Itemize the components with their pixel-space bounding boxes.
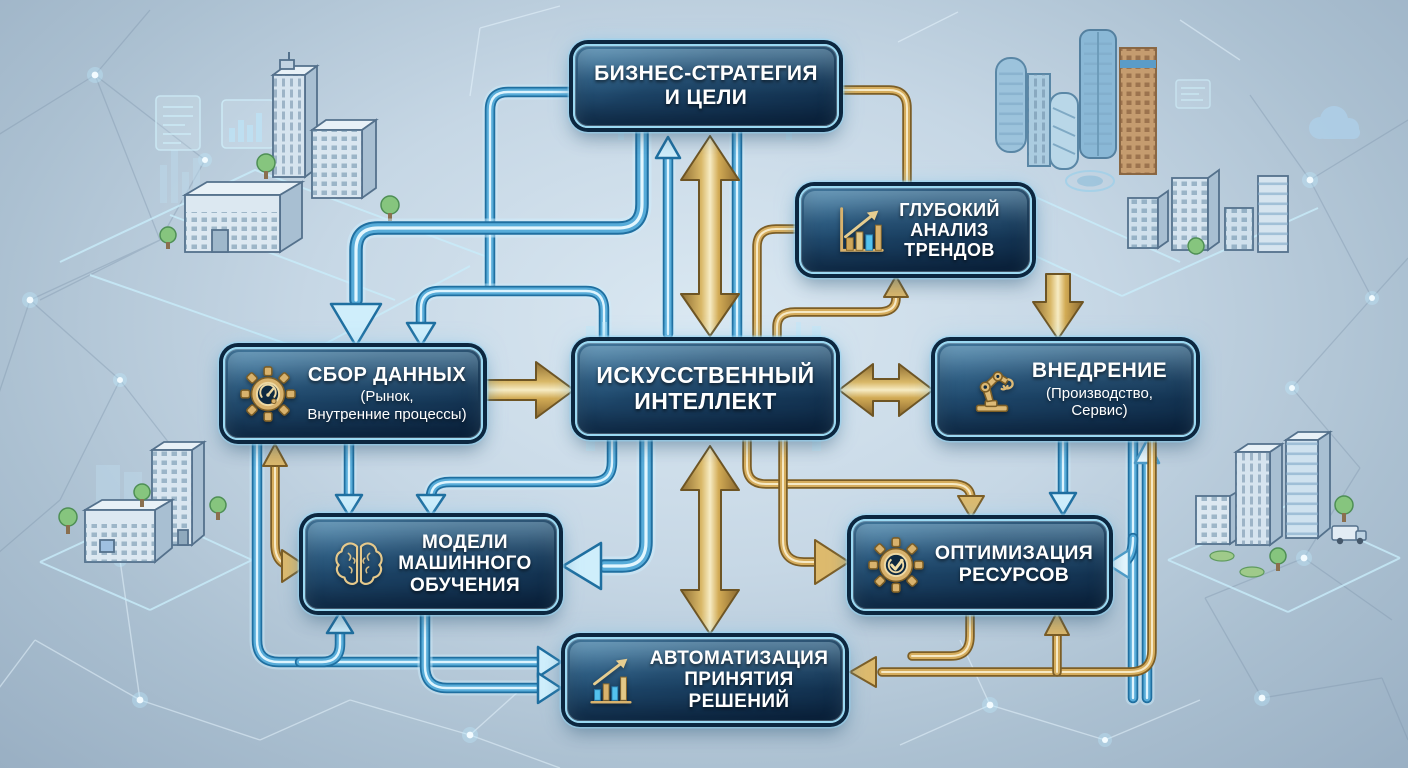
node-ml-models: МОДЕЛИ МАШИННОГО ОБУЧЕНИЯ — [303, 517, 559, 611]
node-subtitle: (Рынок, Внутренние процессы) — [307, 388, 467, 423]
node-artificial-intelligence: ИСКУССТВЕННЫЙ ИНТЕЛЛЕКТ — [575, 341, 836, 436]
node-implementation: ВНЕДРЕНИЕ (Производство, Сервис) — [935, 341, 1196, 437]
node-title: ВНЕДРЕНИЕ — [1031, 358, 1168, 382]
cloud-icon — [1309, 106, 1360, 139]
tree — [1187, 237, 1205, 255]
arrow-trends-to-implementation — [1032, 273, 1084, 340]
bar-chart-growth-icon — [840, 207, 884, 252]
arrow-branch-to-ml-models-bottom — [300, 610, 355, 662]
node-resource-optimization: ОПТИМИЗАЦИЯ РЕСУРСОВ — [851, 519, 1109, 611]
node-title: ГЛУБОКИЙ АНАЛИЗ ТРЕНДОВ — [899, 199, 1000, 261]
node-title: БИЗНЕС-СТРАТЕГИЯ И ЦЕЛИ — [594, 62, 818, 109]
node-decision-automation: АВТОМАТИЗАЦИЯ ПРИНЯТИЯ РЕШЕНИЙ — [565, 637, 845, 723]
network-mesh-background — [0, 5, 1408, 768]
city-top-right — [961, 29, 1360, 297]
skyscraper-glass-tower — [1079, 29, 1117, 159]
gear-check-icon — [867, 537, 924, 593]
hologram-chart-card — [221, 99, 275, 149]
arrow-data-to-ml-models — [334, 442, 364, 518]
building-br-tower1 — [1233, 442, 1285, 547]
city-top-left — [59, 52, 491, 353]
arrow-branch-to-optimization-bottom — [1044, 611, 1070, 672]
hologram-document-card — [155, 95, 201, 151]
gear-gauge-icon — [240, 365, 297, 422]
glow-stripes — [586, 128, 821, 451]
city-bottom-left — [39, 440, 253, 611]
node-trend-analysis: ГЛУБОКИЙ АНАЛИЗ ТРЕНДОВ — [799, 186, 1032, 274]
small-buildings-right — [1127, 168, 1289, 253]
arrow-data-to-automation — [257, 442, 563, 679]
node-title: ОПТИМИЗАЦИЯ РЕСУРСОВ — [934, 542, 1094, 586]
arrow-ai-to-data-collection — [405, 291, 604, 346]
arrow-ai-to-optimization-side — [783, 438, 850, 585]
trees-bottom-right — [1209, 495, 1354, 578]
skyscraper-twisted — [1049, 92, 1079, 170]
arrow-ai-to-ml-models-side — [561, 438, 646, 591]
arrow-ai-to-ml-models-top — [415, 438, 612, 518]
building-bl-low — [81, 498, 176, 564]
double-arrow-ai-automation — [680, 445, 740, 635]
skyscraper-brown — [1119, 47, 1157, 175]
node-title: АВТОМАТИЗАЦИЯ ПРИНЯТИЯ РЕШЕНИЙ — [649, 648, 829, 712]
arrow-implementation-to-optimization — [1048, 439, 1078, 517]
arrow-ml-models-data-feedback — [262, 443, 307, 583]
node-business-strategy: БИЗНЕС-СТРАТЕГИЯ И ЦЕЛИ — [573, 44, 839, 128]
node-title: ИСКУССТВЕННЫЙ ИНТЕЛЛЕКТ — [596, 361, 815, 414]
double-arrow-ai-implementation — [838, 363, 934, 417]
trees-bottom-left — [58, 483, 227, 534]
skyscraper-cylinder — [995, 57, 1027, 153]
trees-top-left — [159, 153, 400, 249]
connector-implementation-right-drop — [1105, 439, 1133, 698]
skyscraper-box — [1027, 73, 1051, 167]
arrow-ai-to-trends-bottom — [777, 275, 909, 339]
node-subtitle: (Производство, Сервис) — [1046, 384, 1153, 419]
building-midrise — [309, 118, 379, 200]
arrow-implementation-to-automation — [849, 439, 1152, 688]
bar-chart-growth-icon — [590, 658, 632, 704]
arrow-data-collection-to-ai — [485, 361, 575, 419]
node-data-collection: СБОР ДАННЫХ (Рынок, Внутренние процессы) — [223, 347, 483, 440]
hologram-text-card — [1175, 79, 1211, 109]
delivery-truck — [1331, 525, 1367, 545]
arrow-business-to-data-collection — [329, 130, 642, 348]
arrow-ml-models-to-automation — [425, 613, 563, 705]
node-title: СБОР ДАННЫХ — [307, 364, 467, 387]
arrow-ai-to-optimization-top — [747, 438, 985, 519]
arrow-ai-to-business — [654, 135, 682, 334]
brain-icon — [335, 542, 383, 585]
double-arrow-business-ai — [680, 135, 740, 337]
building-br-tower2 — [1283, 430, 1333, 540]
city-bottom-right — [1167, 430, 1401, 613]
robot-arm-icon — [975, 371, 1014, 413]
node-title: МОДЕЛИ МАШИННОГО ОБУЧЕНИЯ — [398, 532, 532, 596]
building-low-office — [181, 180, 306, 254]
